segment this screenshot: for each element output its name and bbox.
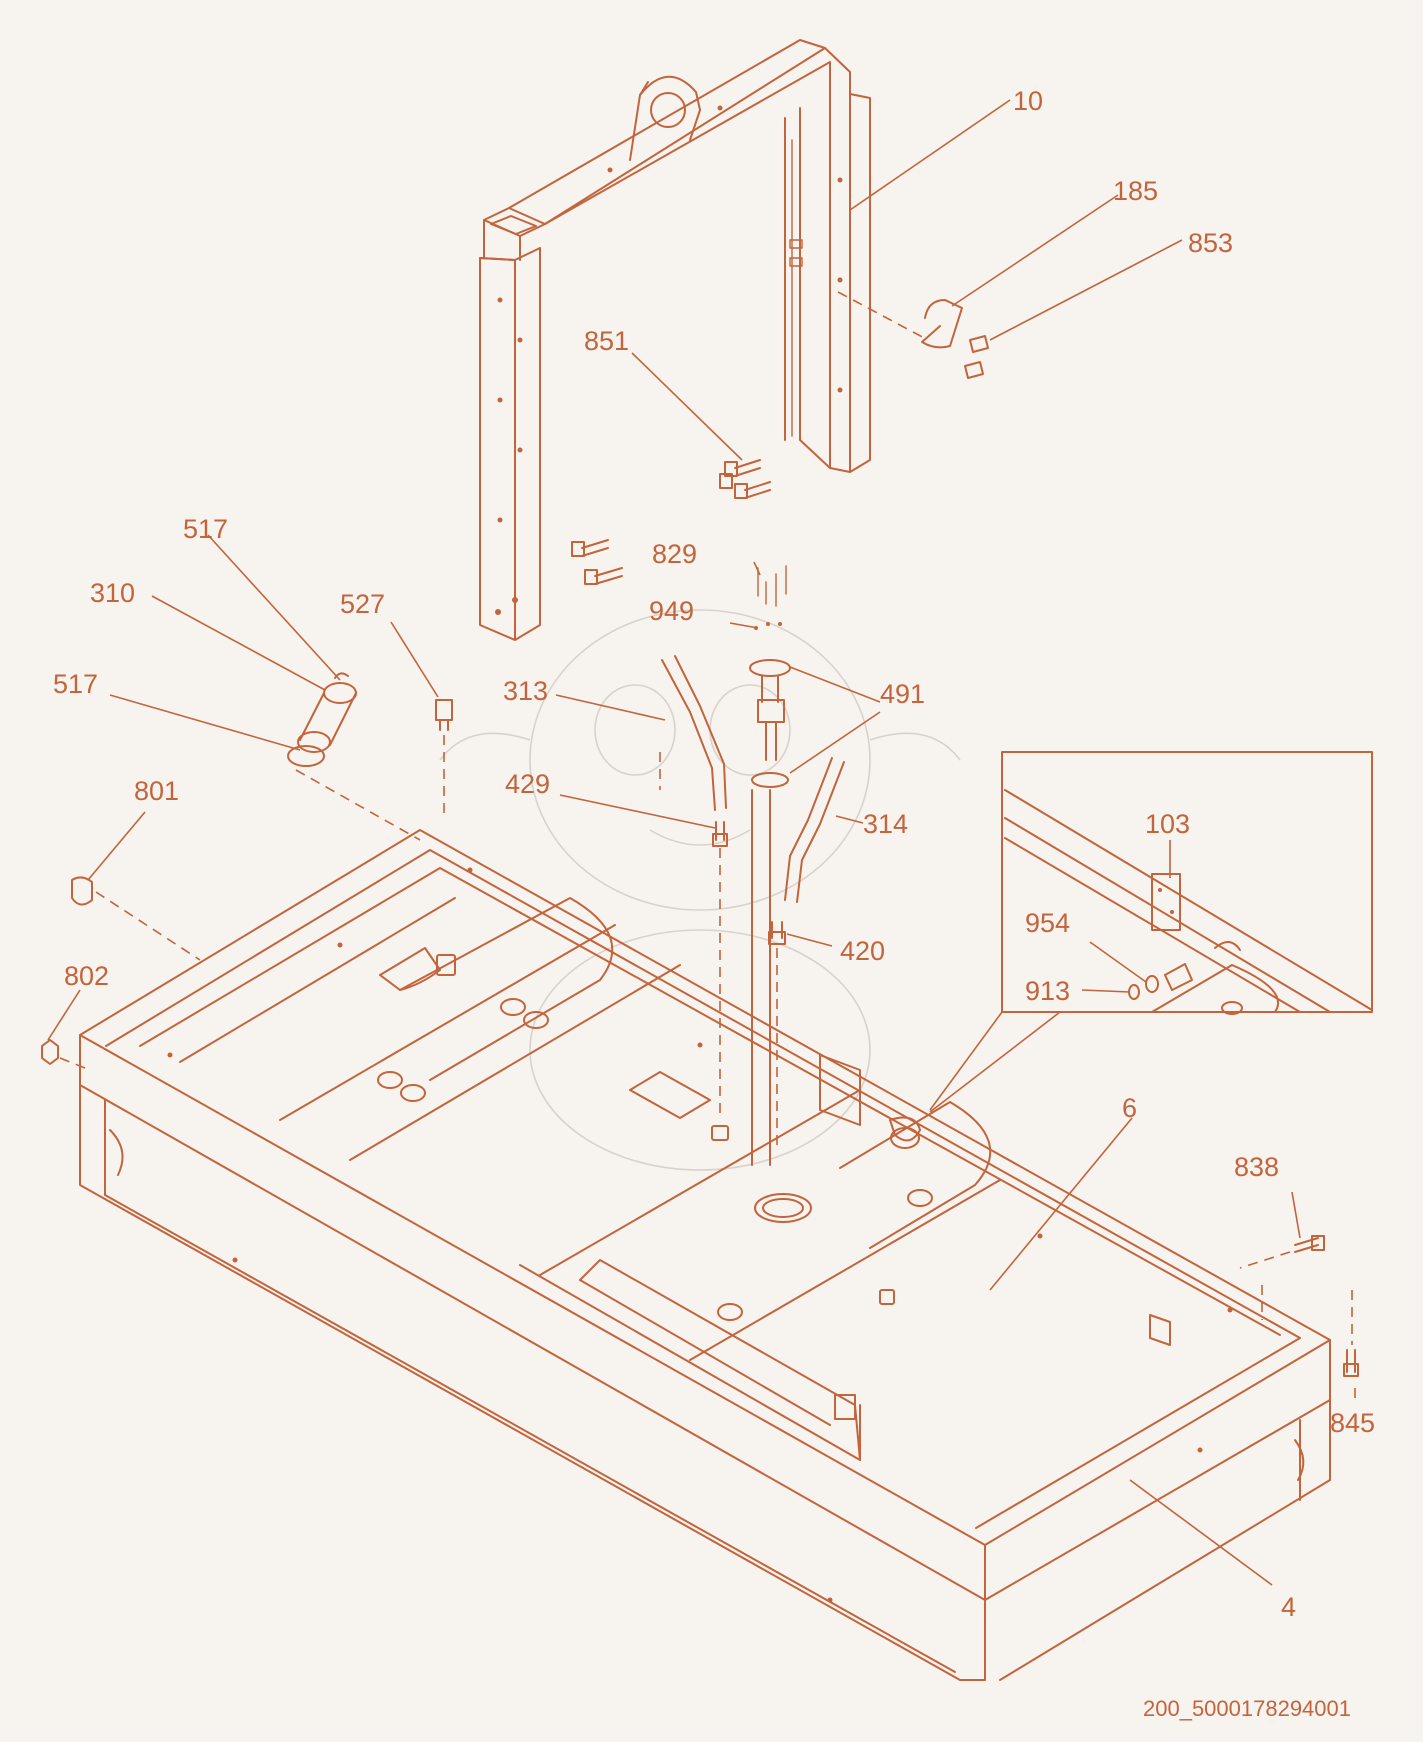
sender-assembly (659, 565, 845, 1166)
callout-954: 954 (1025, 908, 1070, 938)
callout-310: 310 (90, 578, 135, 608)
upright-frame (479, 39, 871, 641)
bolt-set-851 (571, 459, 771, 585)
callout-845: 845 (1330, 1408, 1375, 1438)
drawing-code: 200_5000178294001 (1143, 1696, 1351, 1721)
callout-429: 429 (505, 769, 550, 799)
detail-inset (890, 751, 1373, 1149)
callout-517-bottom: 517 (53, 669, 98, 699)
callout-103: 103 (1145, 809, 1190, 839)
callout-949: 949 (649, 596, 694, 626)
callout-913: 913 (1025, 976, 1070, 1006)
callout-4: 4 (1281, 1592, 1296, 1622)
callout-801: 801 (134, 776, 179, 806)
leader-lines (47, 99, 1356, 1586)
hose-parts (41, 672, 453, 1071)
bracket-185 (837, 291, 989, 379)
callout-851: 851 (584, 326, 629, 356)
callout-labels: 10 185 853 851 517 310 527 829 949 517 3… (53, 86, 1375, 1721)
callout-491: 491 (880, 679, 925, 709)
callout-853: 853 (1188, 228, 1233, 258)
callout-185: 185 (1113, 176, 1158, 206)
base-frame (79, 829, 1359, 1681)
callout-829: 829 (652, 539, 697, 569)
callout-313: 313 (503, 676, 548, 706)
callout-420: 420 (840, 936, 885, 966)
callout-10: 10 (1013, 86, 1043, 116)
callout-314: 314 (863, 809, 908, 839)
callout-517-top: 517 (183, 514, 228, 544)
callout-527: 527 (340, 589, 385, 619)
watermark-illustration (439, 609, 961, 1171)
callout-838: 838 (1234, 1152, 1279, 1182)
callout-802: 802 (64, 961, 109, 991)
callout-6: 6 (1122, 1093, 1137, 1123)
